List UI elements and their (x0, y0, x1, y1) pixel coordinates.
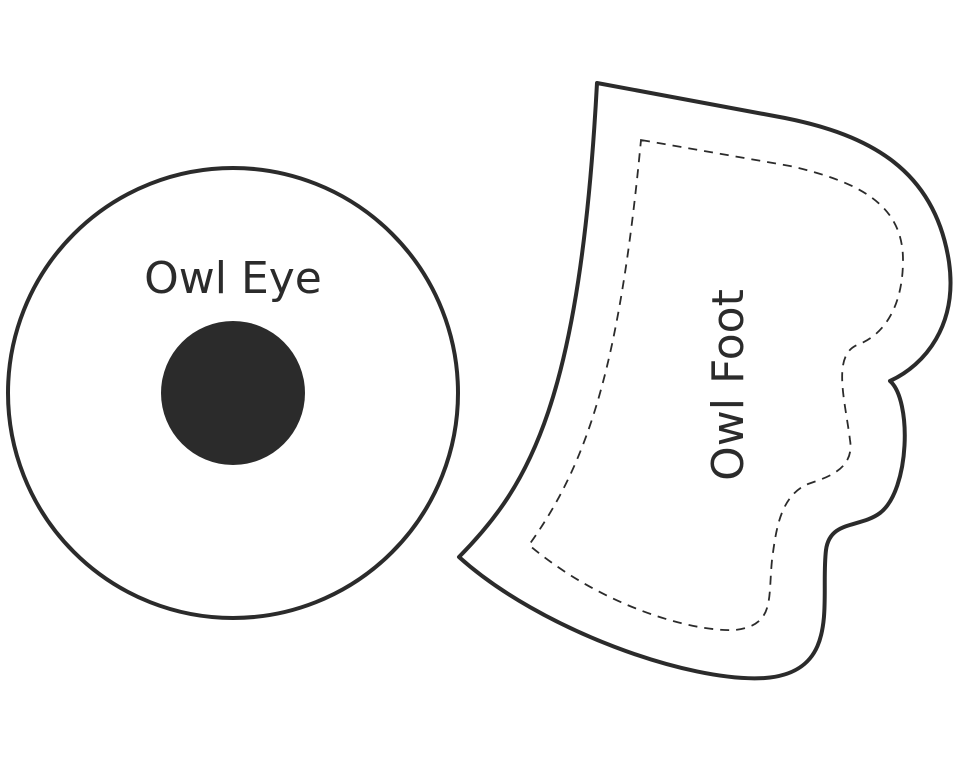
owl-foot-outline (457, 81, 953, 681)
owl-foot-label: Owl Foot (703, 289, 754, 481)
owl-foot-seam-line (527, 138, 904, 631)
owl-eye-outline (6, 166, 460, 620)
owl-eye-label: Owl Eye (144, 253, 322, 304)
owl-eye-piece: Owl Eye (6, 166, 460, 620)
owl-foot-piece: Owl Foot (457, 81, 953, 681)
owl-eye-pupil (161, 321, 305, 465)
